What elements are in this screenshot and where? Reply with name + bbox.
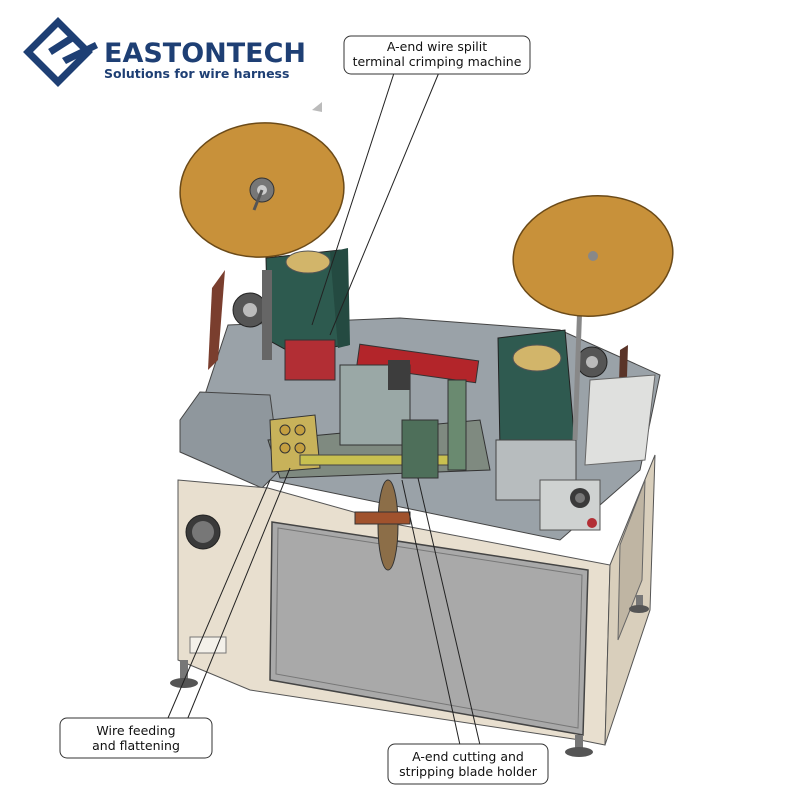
left-press-cap [285, 250, 331, 274]
leader-lines [164, 69, 481, 746]
frame-side-window [617, 479, 646, 641]
name-plate [189, 636, 227, 654]
right-tray [584, 374, 656, 466]
callout-line-2: and flattening [92, 738, 180, 753]
right-reel [512, 194, 674, 318]
front-door-inner [275, 527, 583, 729]
left-top-block [179, 391, 281, 489]
brand-name: EASTONTECH [104, 38, 306, 69]
machine-body [170, 102, 674, 757]
left-module-base [284, 339, 336, 381]
stop-button-icon [587, 518, 597, 528]
callout-line-1: A-end cutting and [412, 749, 524, 764]
callout-line-1: Wire feeding [96, 723, 175, 738]
left-reel [179, 122, 345, 258]
corner-mark-icon [312, 102, 322, 112]
center-actuator [388, 360, 410, 390]
right-press-cap [512, 344, 562, 372]
left-wire-guide [208, 270, 225, 370]
callout-crimping-machine: A-end wire spilit terminal crimping mach… [343, 35, 531, 75]
red-rail [356, 343, 480, 384]
cutting-blade-disc [377, 479, 399, 571]
brand-logo: EASTONTECH Solutions for wire harness [23, 17, 306, 87]
roller-set [279, 424, 306, 454]
callout-line-2: terminal crimping machine [353, 54, 522, 69]
right-wire-reel-small [576, 346, 608, 378]
left-post [262, 270, 272, 360]
left-module-side [330, 248, 350, 348]
callout-blade-holder: A-end cutting and stripping blade holder [387, 743, 549, 785]
callout-line-1: A-end wire spilit [387, 39, 487, 54]
round-gauge-icon [185, 514, 221, 550]
machine-feet [170, 595, 649, 757]
callout-line-2: stripping blade holder [399, 764, 538, 779]
blade-shaft [354, 511, 411, 525]
cylinder-right [447, 379, 467, 471]
left-wire-reel-small [232, 292, 268, 328]
callout-wire-feeding: Wire feeding and flattening [59, 717, 213, 759]
blade-block [401, 419, 439, 479]
right-coil [570, 488, 590, 508]
brand-tagline: Solutions for wire harness [104, 66, 289, 81]
logo-mark-icon [23, 17, 98, 87]
